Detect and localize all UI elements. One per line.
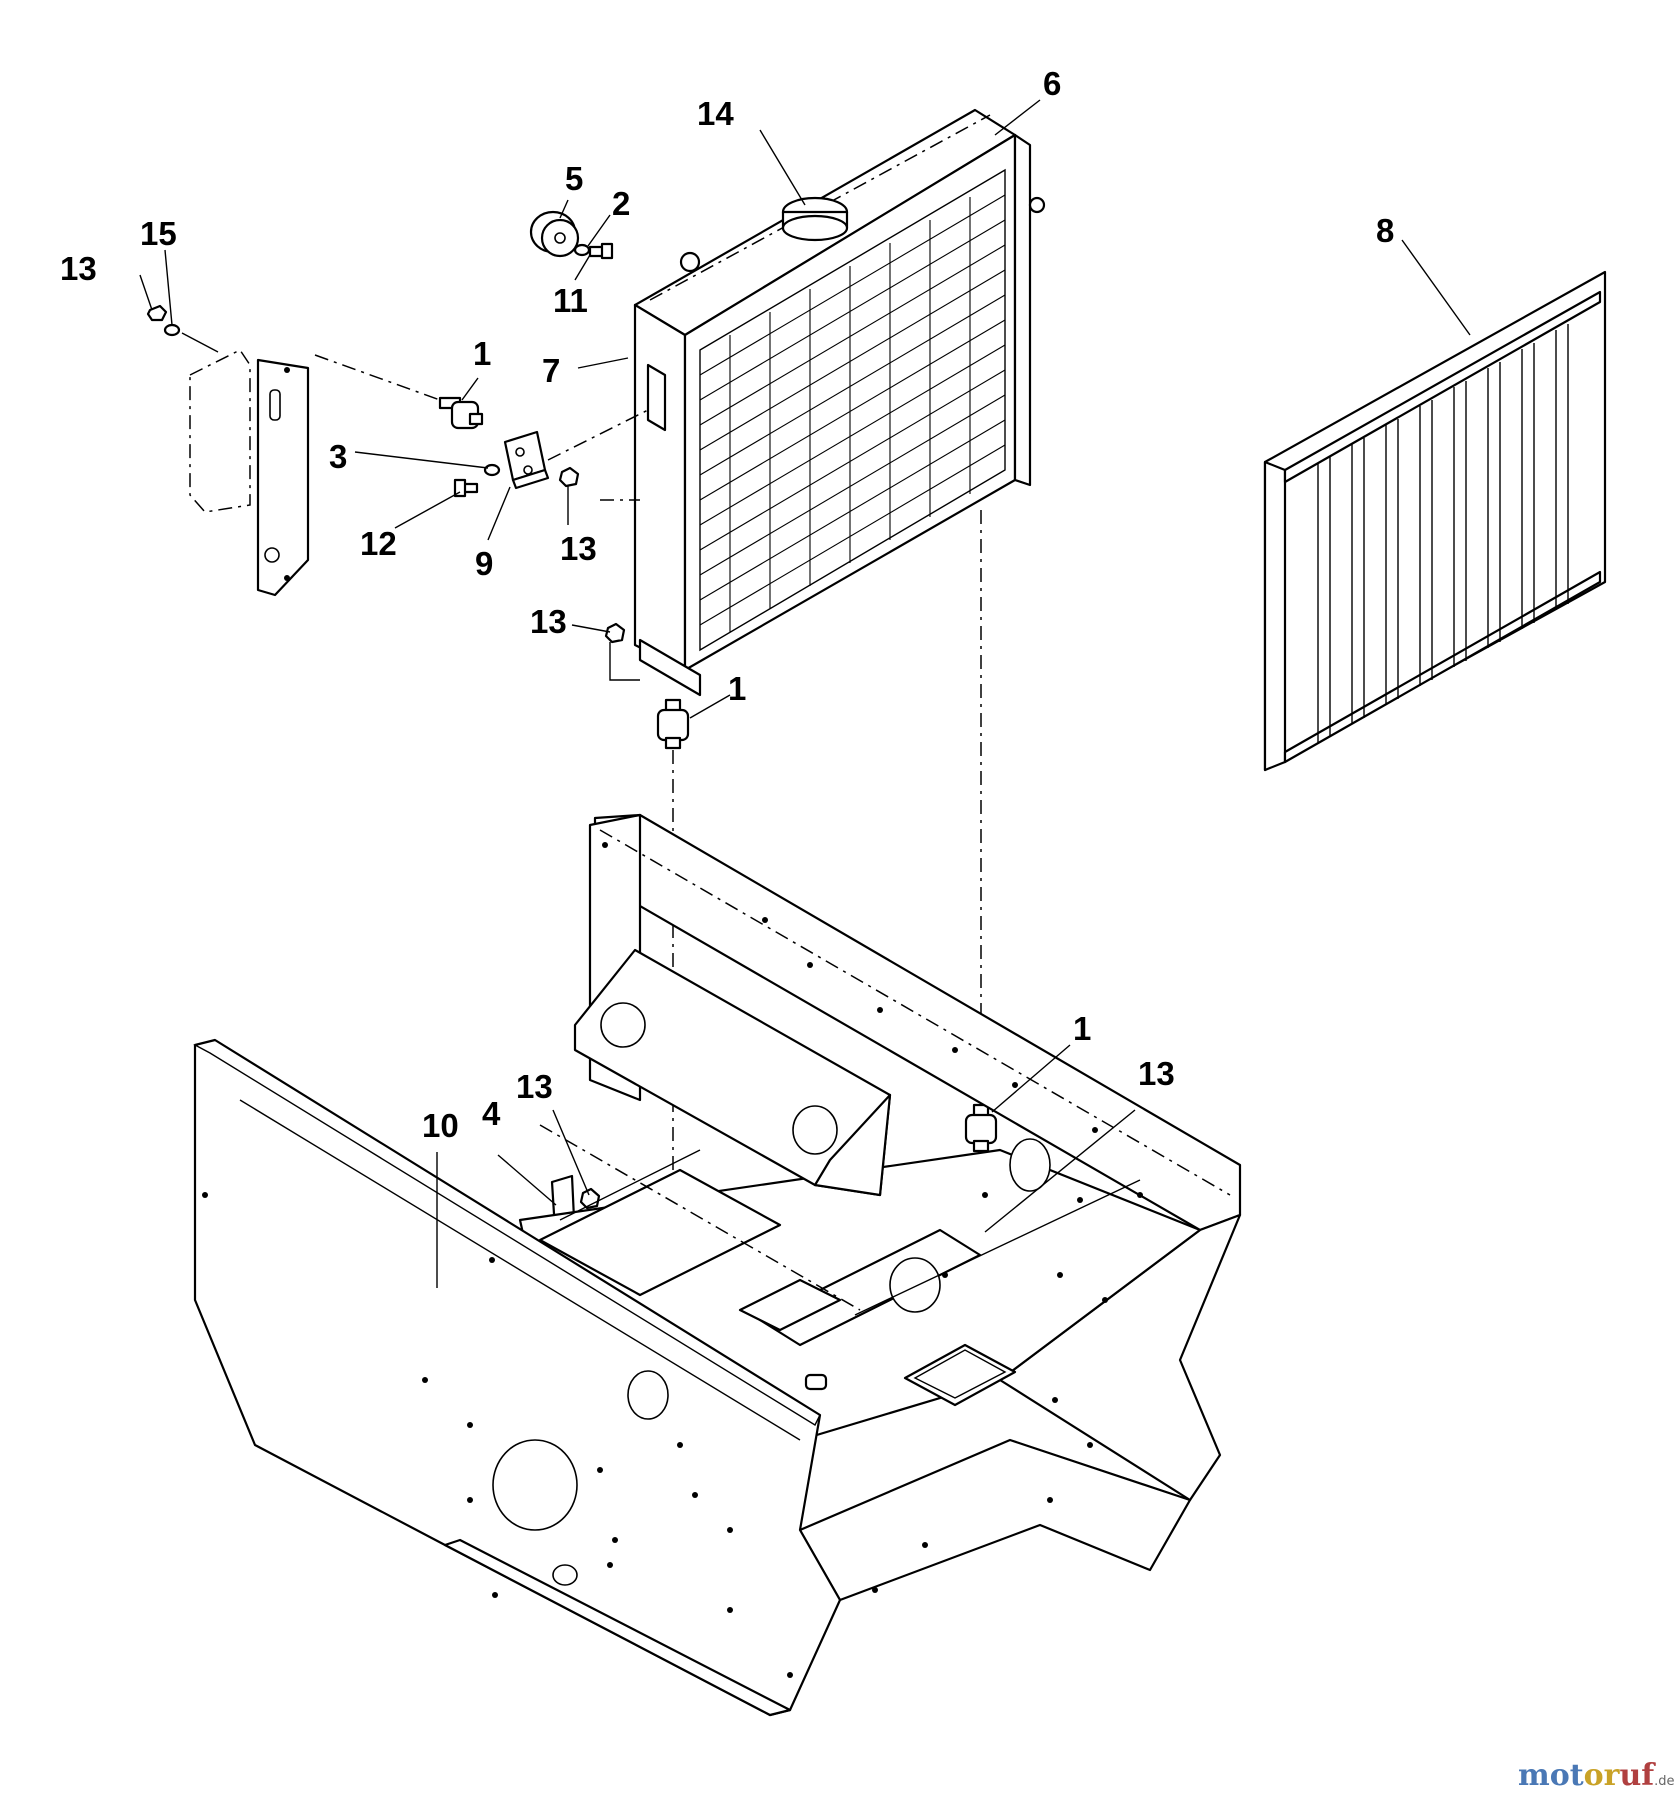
watermark-suffix: .de [1654,1774,1674,1789]
rubber-mount-frame [964,1103,998,1153]
cross-member-left [538,1168,782,1297]
floor-round-hole [889,1257,941,1313]
callout-6: 6 [1043,65,1061,102]
radiator-hose-neck [679,251,701,273]
frame-shaft [804,1373,828,1391]
callout-8: 8 [1376,212,1394,249]
radiator-side-face [633,303,687,672]
radiator-side-bracket [646,363,667,432]
grill-guard [1263,270,1607,772]
grill-guard-edge [1263,460,1287,772]
frame-front-bottom-flange [443,1538,792,1717]
callout-1: 1 [473,335,491,372]
cross-member-middle [758,1228,982,1347]
radiator-end-tank [1013,133,1032,487]
side-shield [189,349,310,597]
grill-guard-top-lip [1283,290,1602,484]
radiator-fitting [1028,196,1046,214]
side-shield-outline [189,349,251,513]
callout-14: 14 [697,95,734,132]
grill-guard-panel [1263,270,1607,772]
front-panel-small-hole [627,1370,669,1420]
fan-hub [529,210,580,258]
bracket-rivet [284,575,290,581]
callout-13: 13 [530,603,567,640]
callout-4: 4 [482,1095,501,1132]
callout-3: 3 [329,438,347,475]
washer-bolt [573,242,614,260]
watermark-part-a: mot [1518,1758,1584,1793]
radiator-foot [638,638,702,697]
bracket-rivet [284,367,290,373]
floor-centerline [539,1124,861,1311]
watermark-part-b: or [1584,1758,1621,1793]
callout-13: 13 [60,250,97,287]
callout-1: 1 [1073,1010,1091,1047]
bracket-slot [269,389,281,421]
back-wall-centerline [599,829,1231,1196]
engine-cover-edge [813,1093,892,1197]
callout-2: 2 [612,185,630,222]
frame-bend-line [239,1099,801,1441]
callout-12: 12 [360,525,397,562]
frame-front-top-flange [193,1039,821,1426]
callout-13: 13 [516,1068,553,1105]
frame-mounting-holes [202,842,1143,1678]
floor-rail [854,1179,1141,1316]
callout-1: 1 [728,670,746,707]
callout-13: 13 [1138,1055,1175,1092]
leader-lines [139,99,1471,1288]
callout-15: 15 [140,215,177,252]
radiator-top-centerline [649,114,991,301]
callout-11: 11 [553,282,588,319]
rubber-mount-lower [656,698,690,750]
l-bracket [503,430,580,490]
main-frame [193,813,1242,1717]
radiator-fins [699,194,1006,632]
radiator [633,108,1046,697]
nut-radiator-foot [604,622,626,644]
callout-5: 5 [565,160,583,197]
nut-washer-top-left [146,304,181,337]
floor-opening-inner [913,1349,1007,1399]
radiator-cap-rim [781,214,849,242]
callout-10: 10 [422,1107,459,1144]
callout-7: 7 [542,352,560,389]
back-wall-hole [1009,1138,1051,1192]
svg-text:motoruf.de: motoruf.de [1518,1758,1675,1793]
cross-member-plate [738,1278,842,1332]
engine-cover-hole-right [792,1105,838,1155]
front-panel-large-hole [492,1439,578,1531]
engine-cover-hole-left [600,1002,646,1048]
bolt-washer-left [453,463,501,498]
watermark-logo: motoruf.de [1518,1758,1675,1793]
grill-guard-slats [1317,324,1569,743]
callout-9: 9 [475,545,493,582]
floor-opening [903,1343,1017,1407]
rubber-mount-upper [438,396,484,430]
bracket-hole [264,547,280,563]
callout-13: 13 [560,530,597,567]
watermark-part-c: uf [1619,1758,1656,1793]
floor-rail [559,1149,701,1221]
callout-labels: 13 15 5 2 11 14 6 7 1 3 12 9 13 13 1 8 1… [60,65,1394,1144]
mounting-bracket-plate [256,358,310,597]
front-panel-bottom-hole [552,1564,578,1586]
